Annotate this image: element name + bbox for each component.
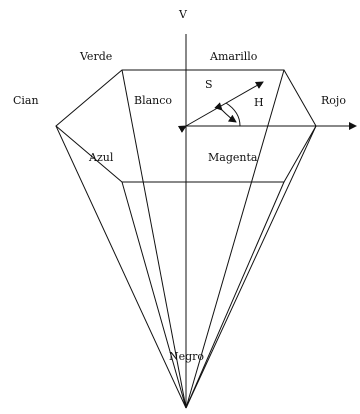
s-label: S: [205, 78, 213, 91]
cone-edges: [55, 69, 317, 409]
h-angle-arc-inner: [214, 102, 237, 123]
v-axis-label: V: [178, 8, 188, 21]
cian-label: Cian: [13, 94, 39, 107]
negro-label: Negro: [169, 350, 204, 363]
amarillo-label: Amarillo: [209, 50, 258, 63]
rojo-label: Rojo: [321, 94, 346, 107]
azul-label: Azul: [88, 151, 114, 164]
s-vector-arrow: [177, 81, 264, 133]
h-angle-arc: [225, 102, 241, 127]
verde-label: Verde: [79, 50, 112, 63]
h-label: H: [254, 96, 264, 109]
blanco-label: Blanco: [134, 94, 172, 107]
magenta-label: Magenta: [208, 151, 258, 164]
